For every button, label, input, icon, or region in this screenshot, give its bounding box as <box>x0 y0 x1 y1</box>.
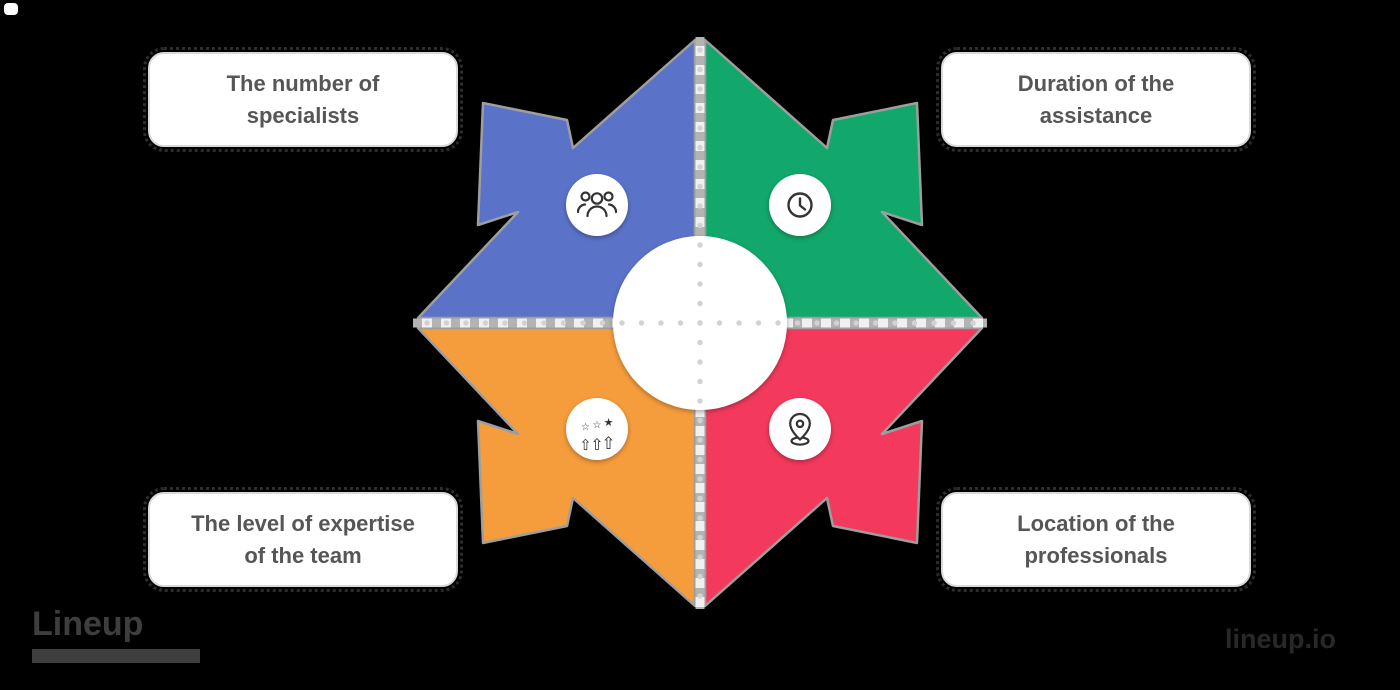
label-box-location-of-professionals: Location of the professionals <box>936 487 1256 592</box>
label-text: Location of the professionals <box>1017 510 1175 568</box>
icon-badges: ☆ ☆ ★ ⇧ ⇧ ⇧ <box>566 174 831 460</box>
label-text: The number of specialists <box>226 70 380 128</box>
badge-circle <box>566 398 628 460</box>
svg-text:⇧: ⇧ <box>590 435 603 454</box>
label-box-number-of-specialists: The number of specialists <box>143 47 463 152</box>
svg-text:★: ★ <box>604 416 614 429</box>
star-svg: ☆ ☆ ★ ⇧ ⇧ ⇧ <box>413 37 987 609</box>
label-text: Duration of the assistance <box>1017 70 1175 128</box>
svg-text:⇧: ⇧ <box>579 436 592 454</box>
brand-website: lineup.io <box>1225 624 1336 654</box>
four-arrow-star-diagram: ☆ ☆ ★ ⇧ ⇧ ⇧ <box>410 35 990 611</box>
people-icon <box>576 191 618 218</box>
brand-logo: Lineup <box>32 606 200 663</box>
label-text: The level of expertise of the team <box>191 510 415 568</box>
svg-text:☆: ☆ <box>593 420 602 431</box>
brand-logo-underline <box>32 649 200 663</box>
badge-circle <box>566 174 628 236</box>
label-box-duration-of-assistance: Duration of the assistance <box>936 47 1256 152</box>
svg-text:☆: ☆ <box>581 422 590 433</box>
label-box-level-of-expertise: The level of expertise of the team <box>143 487 463 592</box>
brand-logo-text: Lineup <box>32 605 144 643</box>
corner-artifact-dot <box>4 3 18 15</box>
growth-stars-icon: ☆ ☆ ★ ⇧ ⇧ ⇧ <box>579 416 615 454</box>
svg-text:⇧: ⇧ <box>601 434 615 454</box>
crosshair-dots <box>424 47 976 599</box>
clock-icon <box>787 192 813 218</box>
location-pin-icon <box>789 412 811 446</box>
